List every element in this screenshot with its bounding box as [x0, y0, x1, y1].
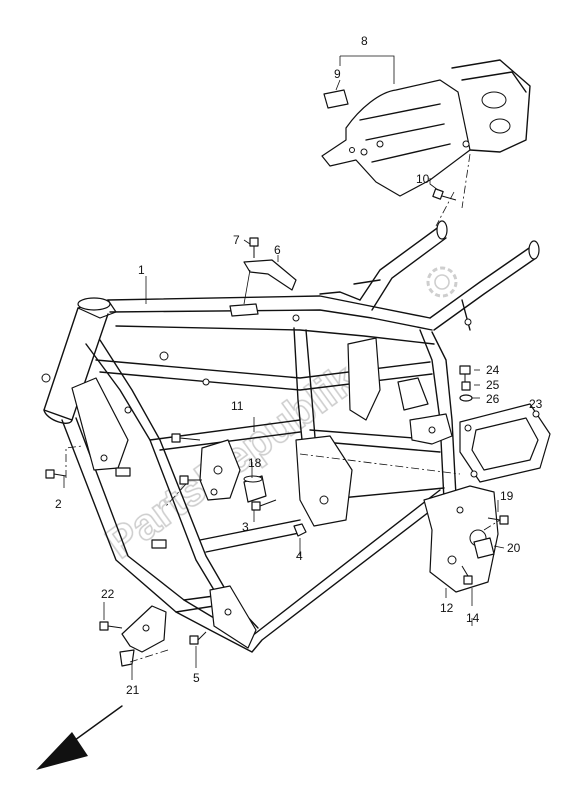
callout-3: 3: [242, 520, 249, 534]
gear-icon: [426, 266, 458, 298]
callout-22: 22: [101, 587, 115, 601]
bolt-11a: [171, 433, 201, 443]
callout-2: 2: [55, 497, 62, 511]
bolt-7: [249, 237, 259, 258]
bolt-24: [459, 365, 471, 382]
bolt-5: [189, 631, 207, 645]
callout-11: 11: [231, 399, 244, 413]
bolt-11b: [179, 475, 202, 485]
rear-fender-8: [321, 59, 531, 197]
bracket-11: [199, 439, 241, 501]
callout-14: 14: [466, 611, 480, 625]
collar-25: [461, 381, 471, 391]
plate-23: [459, 403, 551, 483]
callout-25: 25: [486, 378, 500, 392]
bolt-10: [432, 188, 457, 201]
callout-1: 1: [138, 263, 145, 277]
bolt-3: [251, 499, 277, 511]
callout-7: 7: [233, 233, 240, 247]
main-frame: [41, 220, 540, 653]
callout-5: 5: [193, 671, 200, 685]
arrow-down-left-icon: [36, 705, 123, 770]
callout-12: 12: [440, 601, 454, 615]
callout-labels: 1 2 3 4 5 6 7 8 9 10 11 12 14 18 19 20 2…: [55, 34, 543, 697]
bolt-22: [99, 621, 123, 631]
callout-19: 19: [500, 489, 514, 503]
collar-18: [243, 475, 267, 503]
bracket-6: [229, 259, 297, 317]
callout-4: 4: [296, 549, 303, 563]
callout-26: 26: [486, 392, 500, 406]
bracket-21: [119, 605, 167, 667]
callout-6: 6: [274, 243, 281, 257]
callout-10: 10: [416, 172, 430, 186]
washer-26: [459, 394, 473, 402]
callout-21: 21: [126, 683, 140, 697]
callout-18: 18: [248, 456, 262, 470]
callout-8: 8: [361, 34, 368, 48]
label-plate-9: [323, 89, 349, 109]
callout-23: 23: [529, 397, 543, 411]
cap-20: [473, 537, 495, 559]
nut-4: [293, 523, 307, 537]
bolt-14: [461, 565, 473, 585]
callout-24: 24: [486, 363, 500, 377]
callout-9: 9: [334, 67, 341, 81]
leader-lines: [63, 55, 505, 680]
bolt-2: [45, 469, 67, 479]
callout-20: 20: [507, 541, 521, 555]
